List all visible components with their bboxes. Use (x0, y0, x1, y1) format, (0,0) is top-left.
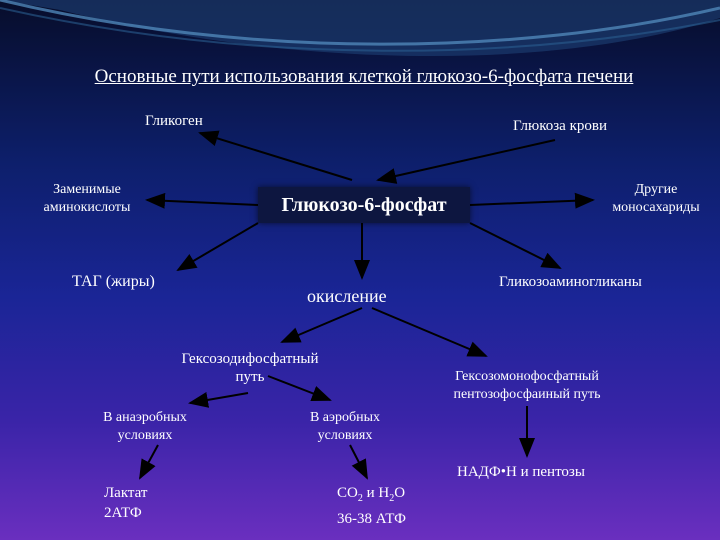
node-hexose-diphosphate-line1: Гексозодифосфатный (181, 351, 319, 367)
node-lactate-line1: Лактат (104, 485, 148, 501)
arrow-to-hexose-diphosphate (280, 307, 363, 343)
node-hexose-monophosphate-line1: Гексозомонофосфатный (455, 369, 599, 384)
node-anaerobic-line2: условиях (117, 428, 173, 443)
arrow-to-glycosaminoglycans (469, 222, 562, 269)
node-aerobic: В аэробных условиях (290, 409, 400, 445)
node-anaerobic: В анаэробных условиях (85, 409, 205, 445)
arrow-to-aerobic (267, 375, 332, 401)
node-amino-acids: Заменимые аминокислоты (32, 181, 142, 217)
node-anaerobic-line1: В анаэробных (103, 410, 187, 425)
node-hexose-monophosphate-line2: пентозофосфаиный путь (453, 387, 601, 402)
node-oxidation: окисление (307, 286, 387, 306)
node-aerobic-line2: условиях (317, 428, 373, 443)
node-hexose-diphosphate-line2: путь (235, 369, 265, 385)
arrow-to-anaerobic (188, 392, 249, 408)
center-node-glucose-6-phosphate: Глюкозо-6-фосфат (258, 187, 470, 223)
node-glycogen: Гликоген (145, 113, 203, 129)
node-atp-aerobic: 36-38 АТФ (337, 511, 406, 527)
arrow-to-other-sugars (469, 192, 595, 209)
diagram-title: Основные пути использования клеткой глюк… (94, 66, 634, 87)
node-lactate-line2: 2АТФ (104, 505, 142, 521)
arrow-to-lactate (139, 444, 159, 480)
node-aerobic-products: CO2 и H2O 36-38 АТФ (337, 483, 406, 529)
arrow-to-co2 (349, 444, 368, 480)
node-amino-acids-line1: Заменимые (53, 182, 121, 197)
arrow-from-blood-glucose (376, 139, 556, 184)
node-lactate: Лактат 2АТФ (104, 483, 147, 523)
arrow-to-glycogen (198, 130, 353, 181)
arrow-to-amino-acids (145, 192, 259, 209)
header-swoosh-decoration (0, 0, 720, 57)
node-other-sugars-line2: моносахариды (612, 200, 700, 215)
node-amino-acids-line2: аминокислоты (43, 200, 131, 215)
node-co2-h2o: CO2 и H2O (337, 485, 406, 504)
node-other-sugars-line1: Другие (634, 182, 678, 197)
node-tag: ТАГ (жиры) (72, 273, 155, 290)
node-nadph: НАДФ•Н и пентозы (457, 464, 585, 480)
node-hexose-diphosphate: Гексозодифосфатный путь (150, 350, 350, 386)
node-other-sugars: Другие моносахариды (596, 181, 716, 217)
arrow-to-tag (176, 222, 259, 272)
arrow-to-hexose-monophosphate (371, 307, 488, 357)
node-hexose-monophosphate: Гексозомонофосфатный пентозофосфаиный пу… (420, 368, 634, 404)
node-glycosaminoglycans: Гликозоаминогликаны (499, 274, 642, 290)
node-aerobic-line1: В аэробных (309, 410, 381, 425)
node-blood-glucose: Глюкоза крови (513, 118, 607, 134)
